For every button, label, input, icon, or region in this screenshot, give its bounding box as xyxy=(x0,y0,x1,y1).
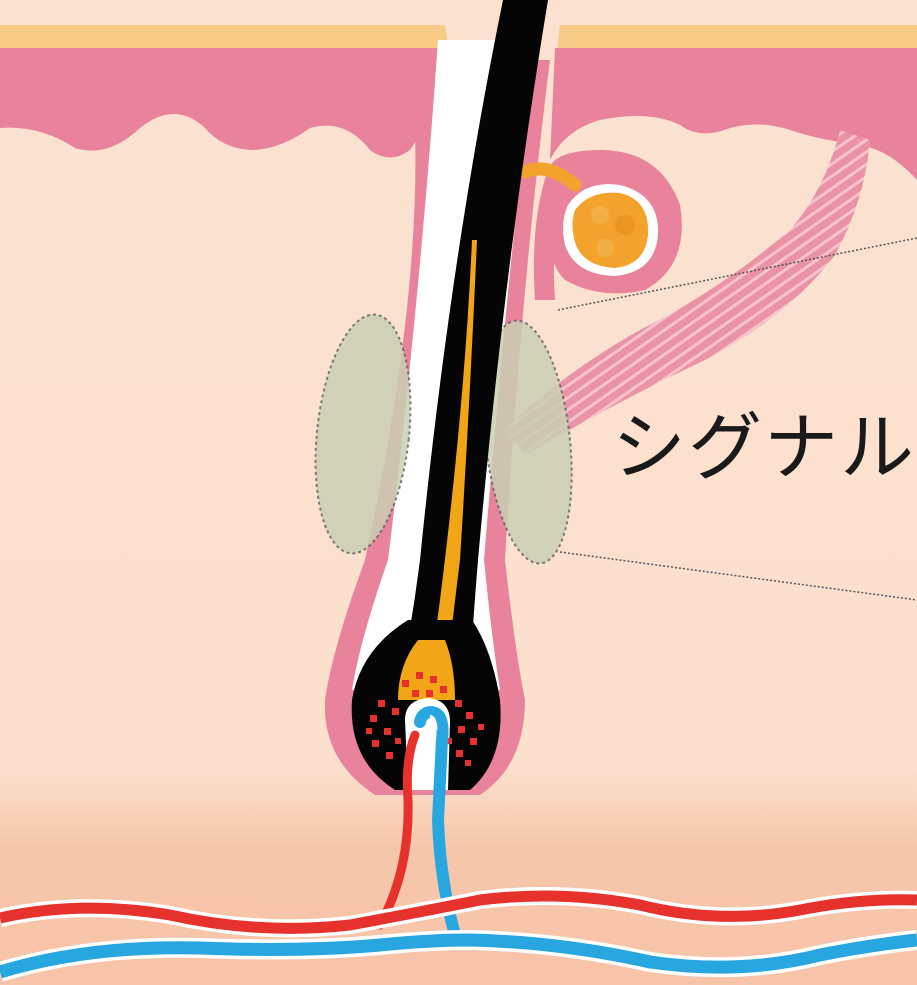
signal-label: シグナル xyxy=(612,388,916,495)
epidermis-left xyxy=(0,25,452,158)
sebaceous-gland xyxy=(525,150,682,300)
